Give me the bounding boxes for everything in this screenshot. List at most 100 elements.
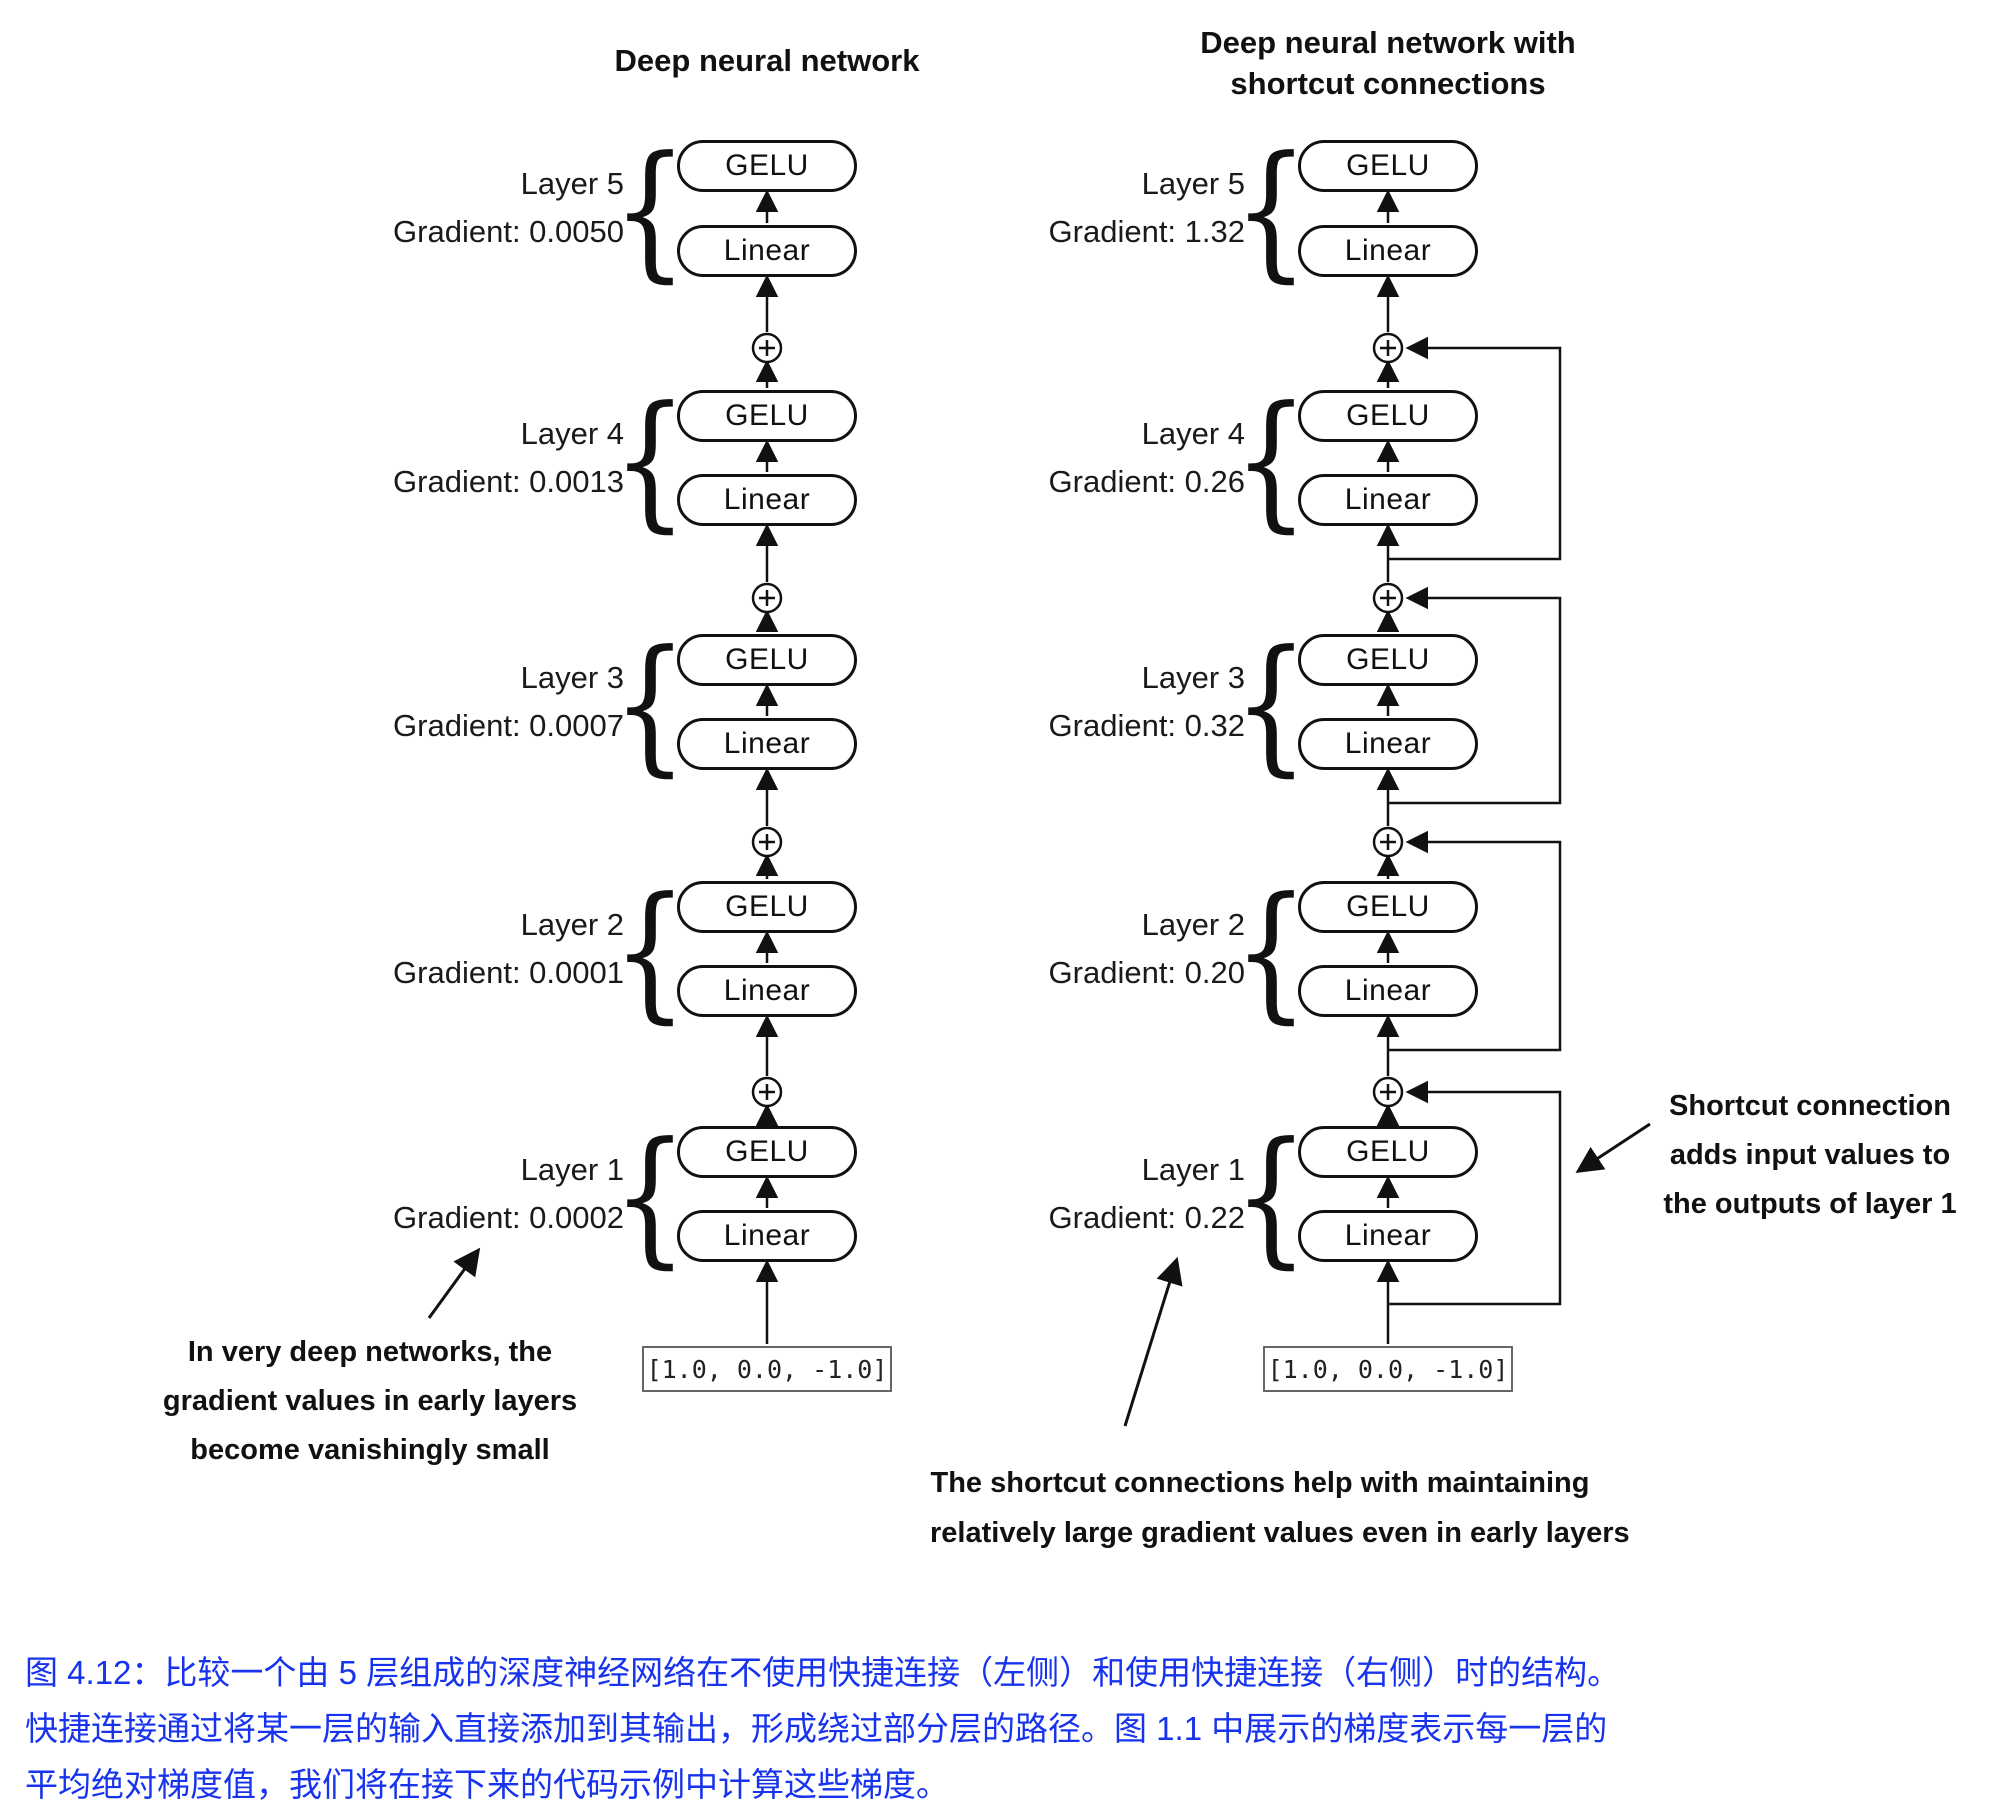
- note-shortcut-benefit: The shortcut connections help with maint…: [930, 1458, 1630, 1558]
- layer-name: Layer 2: [1141, 907, 1245, 942]
- brace-icon: {: [1233, 864, 1308, 1037]
- brace-glyph: {: [1233, 1109, 1309, 1282]
- layer-name: Layer 1: [520, 1152, 624, 1187]
- add-node-icon: [1372, 1076, 1404, 1108]
- layer-label-right-4: Layer 4 Gradient: 0.26: [905, 410, 1245, 506]
- linear-box-right-layer3: Linear: [1298, 718, 1478, 770]
- note-line: gradient values in early layers: [162, 1385, 578, 1417]
- layer-gradient: Gradient: 0.26: [1048, 464, 1245, 499]
- layer-name: Layer 4: [1141, 416, 1245, 451]
- note-shortcut-connection: Shortcut connection adds input values to…: [1650, 1082, 1970, 1229]
- layer-label-left-2: Layer 2 Gradient: 0.0001: [284, 901, 624, 997]
- gelu-box-left-layer2: GELU: [677, 881, 857, 933]
- right-diagram-title-line: Deep neural network with: [1200, 25, 1576, 60]
- shortcut-connection-line: [1388, 1080, 1562, 1306]
- layer-gradient: Gradient: 1.32: [1048, 214, 1245, 249]
- layer-label-left-4: Layer 4 Gradient: 0.0013: [284, 410, 624, 506]
- linear-box-left-layer3: Linear: [677, 718, 857, 770]
- layer-label-left-5: Layer 5 Gradient: 0.0050: [284, 160, 624, 256]
- layer-gradient: Gradient: 0.22: [1048, 1200, 1245, 1235]
- right-diagram-title-line: shortcut connections: [1230, 66, 1546, 101]
- brace-icon: {: [1233, 123, 1308, 296]
- brace-icon: {: [612, 123, 687, 296]
- layer-gradient: Gradient: 0.0001: [393, 955, 624, 990]
- gelu-box-left-layer4: GELU: [677, 390, 857, 442]
- add-node-icon: [751, 582, 783, 614]
- input-vector-left: [1.0, 0.0, -1.0]: [642, 1346, 892, 1392]
- layer-name: Layer 3: [520, 660, 624, 695]
- gelu-box-right-layer5: GELU: [1298, 140, 1478, 192]
- layer-name: Layer 3: [1141, 660, 1245, 695]
- right-diagram-title: Deep neural network with shortcut connec…: [1138, 22, 1638, 104]
- annotation-arrow: [1575, 1122, 1651, 1173]
- layer-label-left-1: Layer 1 Gradient: 0.0002: [284, 1146, 624, 1242]
- annotation-arrow: [1123, 1256, 1183, 1427]
- figure-caption-line: 平均绝对梯度值，我们将在接下来的代码示例中计算这些梯度。: [25, 1766, 949, 1803]
- brace-glyph: {: [1233, 373, 1309, 546]
- left-diagram-title: Deep neural network: [614, 43, 920, 78]
- figure-caption-line: 图 4.12：比较一个由 5 层组成的深度神经网络在不使用快捷连接（左侧）和使用…: [25, 1654, 1621, 1691]
- add-node-icon: [751, 332, 783, 364]
- figure-caption: 图 4.12：比较一个由 5 层组成的深度神经网络在不使用快捷连接（左侧）和使用…: [25, 1645, 1990, 1813]
- brace-glyph: {: [612, 373, 688, 546]
- linear-box-left-layer2: Linear: [677, 965, 857, 1017]
- brace-icon: {: [612, 1109, 687, 1282]
- layer-gradient: Gradient: 0.0002: [393, 1200, 624, 1235]
- note-line: the outputs of layer 1: [1663, 1188, 1957, 1220]
- layer-label-right-1: Layer 1 Gradient: 0.22: [905, 1146, 1245, 1242]
- input-vector-right: [1.0, 0.0, -1.0]: [1263, 1346, 1513, 1392]
- layer-gradient: Gradient: 0.0050: [393, 214, 624, 249]
- note-vanishing-gradient: In very deep networks, the gradient valu…: [110, 1328, 630, 1475]
- layer-label-right-5: Layer 5 Gradient: 1.32: [905, 160, 1245, 256]
- layer-label-right-2: Layer 2 Gradient: 0.20: [905, 901, 1245, 997]
- note-line: become vanishingly small: [190, 1434, 550, 1466]
- shortcut-connection-line: [1388, 830, 1562, 1052]
- brace-glyph: {: [1233, 123, 1309, 296]
- brace-icon: {: [1233, 373, 1308, 546]
- add-node-icon: [1372, 582, 1404, 614]
- layer-name: Layer 2: [520, 907, 624, 942]
- brace-icon: {: [612, 864, 687, 1037]
- layer-gradient: Gradient: 0.20: [1048, 955, 1245, 990]
- layer-gradient: Gradient: 0.0007: [393, 708, 624, 743]
- gelu-box-left-layer3: GELU: [677, 634, 857, 686]
- gelu-box-right-layer2: GELU: [1298, 881, 1478, 933]
- brace-glyph: {: [612, 123, 688, 296]
- brace-glyph: {: [612, 864, 688, 1037]
- shortcut-connection-line: [1388, 586, 1562, 805]
- brace-glyph: {: [1233, 864, 1309, 1037]
- add-node-icon: [1372, 332, 1404, 364]
- add-node-icon: [751, 826, 783, 858]
- figure-caption-line: 快捷连接通过将某一层的输入直接添加到其输出，形成绕过部分层的路径。图 1.1 中…: [25, 1710, 1608, 1747]
- layer-name: Layer 5: [1141, 166, 1245, 201]
- gelu-box-left-layer5: GELU: [677, 140, 857, 192]
- note-line: relatively large gradient values even in…: [930, 1517, 1630, 1549]
- brace-glyph: {: [612, 1109, 688, 1282]
- brace-icon: {: [612, 617, 687, 790]
- linear-box-right-layer5: Linear: [1298, 225, 1478, 277]
- linear-box-left-layer4: Linear: [677, 474, 857, 526]
- note-line: adds input values to: [1669, 1139, 1951, 1171]
- layer-name: Layer 4: [520, 416, 624, 451]
- layer-gradient: Gradient: 0.32: [1048, 708, 1245, 743]
- note-line: The shortcut connections help with maint…: [930, 1467, 1590, 1499]
- layer-label-left-3: Layer 3 Gradient: 0.0007: [284, 654, 624, 750]
- layer-gradient: Gradient: 0.0013: [393, 464, 624, 499]
- shortcut-connection-line: [1388, 336, 1562, 561]
- add-node-icon: [751, 1076, 783, 1108]
- annotation-arrow: [427, 1247, 481, 1319]
- brace-glyph: {: [1233, 617, 1309, 790]
- add-node-icon: [1372, 826, 1404, 858]
- layer-name: Layer 1: [1141, 1152, 1245, 1187]
- layer-name: Layer 5: [520, 166, 624, 201]
- gelu-box-right-layer1: GELU: [1298, 1126, 1478, 1178]
- linear-box-right-layer1: Linear: [1298, 1210, 1478, 1262]
- gelu-box-right-layer3: GELU: [1298, 634, 1478, 686]
- gelu-box-left-layer1: GELU: [677, 1126, 857, 1178]
- brace-icon: {: [1233, 1109, 1308, 1282]
- layer-label-right-3: Layer 3 Gradient: 0.32: [905, 654, 1245, 750]
- linear-box-right-layer4: Linear: [1298, 474, 1478, 526]
- linear-box-left-layer5: Linear: [677, 225, 857, 277]
- brace-icon: {: [1233, 617, 1308, 790]
- linear-box-left-layer1: Linear: [677, 1210, 857, 1262]
